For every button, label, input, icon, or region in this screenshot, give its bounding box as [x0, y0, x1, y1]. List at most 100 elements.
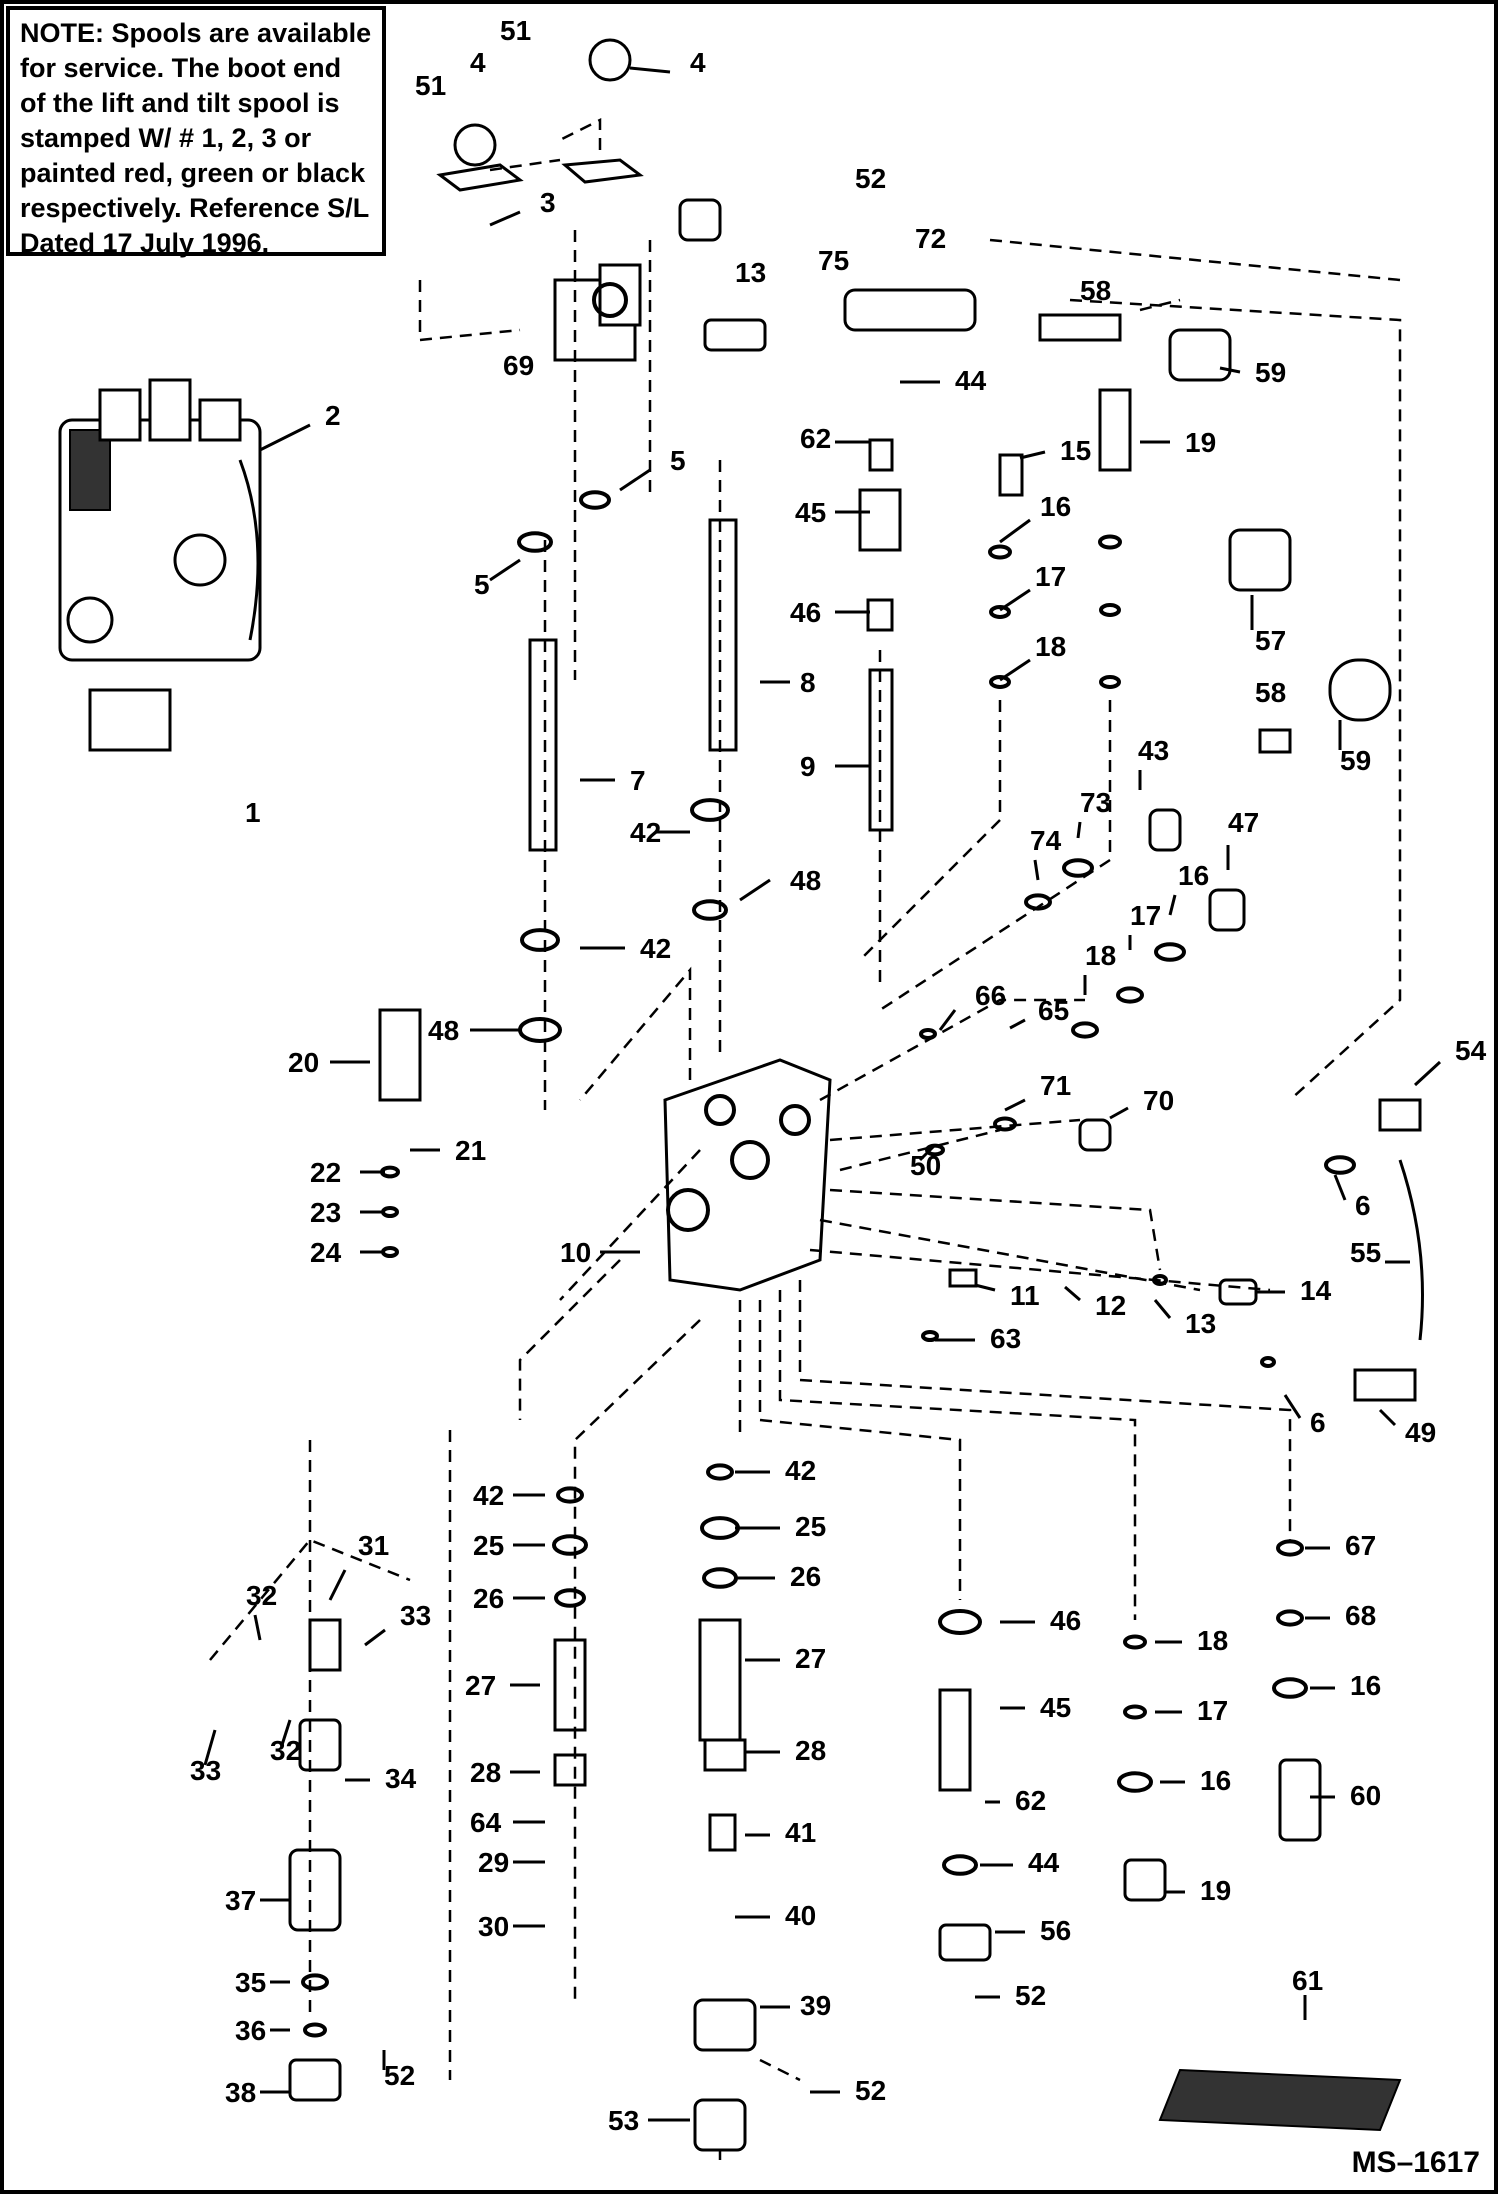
- callout-52: 52: [855, 163, 886, 194]
- callout-30: 30: [478, 1911, 509, 1942]
- callout-51: 51: [415, 70, 446, 101]
- o-ring: [303, 2022, 327, 2038]
- callout-64: 64: [470, 1807, 502, 1838]
- leader-line: [489, 558, 521, 582]
- leader-line: [1413, 1060, 1442, 1087]
- callout-16: 16: [1200, 1765, 1231, 1796]
- o-ring: [690, 798, 730, 822]
- leader-line: [619, 468, 651, 492]
- assembly-line: [418, 280, 521, 342]
- note-text: Spools are available for service. The bo…: [20, 18, 372, 258]
- o-ring: [556, 1486, 584, 1504]
- assembly-inset: [58, 378, 262, 752]
- callout-2: 2: [325, 400, 341, 431]
- manifold-top: [436, 38, 1392, 754]
- callout-32: 32: [270, 1735, 301, 1766]
- callout-4: 4: [470, 47, 486, 78]
- callout-5: 5: [670, 445, 686, 476]
- callout-15: 15: [1060, 435, 1091, 466]
- callout-29: 29: [478, 1847, 509, 1878]
- leader-line: [938, 1009, 957, 1031]
- callout-17: 17: [1035, 561, 1066, 592]
- valve-body: [663, 1058, 832, 1292]
- callout-23: 23: [310, 1197, 341, 1228]
- o-ring: [921, 1330, 939, 1342]
- assembly-line: [759, 2058, 801, 2082]
- callout-7: 7: [630, 765, 646, 796]
- callout-5: 5: [474, 569, 490, 600]
- callout-54: 54: [1455, 1035, 1487, 1066]
- leader-line: [259, 423, 311, 452]
- callout-44: 44: [955, 365, 987, 396]
- callout-48: 48: [790, 865, 821, 896]
- callout-46: 46: [1050, 1605, 1081, 1636]
- assembly-line: [798, 1280, 1292, 1540]
- callout-22: 22: [310, 1157, 341, 1188]
- leader-lines: [203, 66, 1442, 2122]
- o-ring: [1154, 942, 1186, 962]
- leader-line: [1064, 1285, 1081, 1302]
- callout-74: 74: [1030, 825, 1062, 856]
- o-ring: [517, 531, 553, 553]
- o-ring: [988, 544, 1012, 560]
- o-ring: [942, 1854, 978, 1876]
- assembly-lines: [209, 117, 1402, 2160]
- callout-41: 41: [785, 1817, 816, 1848]
- leader-line: [1076, 821, 1082, 839]
- callout-42: 42: [640, 933, 671, 964]
- leader-line: [1009, 1018, 1026, 1030]
- callout-33: 33: [400, 1600, 431, 1631]
- o-ring: [1117, 1771, 1153, 1793]
- leader-line: [974, 1283, 996, 1292]
- assembly-line: [1069, 298, 1402, 1101]
- callout-45: 45: [795, 497, 826, 528]
- assembly-line: [829, 1188, 1162, 1271]
- leader-line: [1109, 1106, 1129, 1120]
- right-parts: [378, 808, 1424, 1402]
- callout-56: 56: [1040, 1915, 1071, 1946]
- leader-line: [629, 66, 671, 74]
- o-ring: [989, 605, 1011, 619]
- callout-71: 71: [1040, 1070, 1071, 1101]
- o-ring: [1099, 603, 1121, 617]
- leader-line: [1019, 450, 1046, 460]
- assembly-line: [879, 700, 1112, 1012]
- callout-25: 25: [473, 1530, 504, 1561]
- o-ring: [919, 1028, 937, 1040]
- assembly-line: [989, 238, 1401, 282]
- callout-6: 6: [1355, 1190, 1371, 1221]
- o-ring: [1062, 858, 1094, 878]
- callout-52: 52: [384, 2060, 415, 2091]
- callout-62: 62: [800, 423, 831, 454]
- callout-37: 37: [225, 1885, 256, 1916]
- callout-52: 52: [1015, 1980, 1046, 2011]
- assembly-line: [209, 1538, 411, 1661]
- o-ring: [702, 1567, 738, 1589]
- callout-42: 42: [785, 1455, 816, 1486]
- callout-60: 60: [1350, 1780, 1381, 1811]
- o-ring: [989, 675, 1011, 689]
- callout-35: 35: [235, 1967, 266, 1998]
- o-ring: [1276, 1609, 1304, 1627]
- callout-46: 46: [790, 597, 821, 628]
- leader-line: [999, 518, 1031, 544]
- o-ring: [1116, 986, 1144, 1004]
- callout-61: 61: [1292, 1965, 1323, 1996]
- callout-9: 9: [800, 751, 816, 782]
- o-ring: [1123, 1634, 1147, 1650]
- callout-47: 47: [1228, 807, 1259, 838]
- leader-line: [1378, 1408, 1397, 1427]
- leader-line: [1153, 1299, 1172, 1319]
- o-ring: [1071, 1021, 1099, 1039]
- o-ring: [1324, 1155, 1356, 1175]
- callout-11: 11: [1010, 1280, 1040, 1311]
- callout-66: 66: [975, 980, 1006, 1011]
- leader-line: [1004, 1098, 1026, 1112]
- callout-70: 70: [1143, 1085, 1174, 1116]
- leader-line: [1283, 1394, 1302, 1419]
- callout-26: 26: [473, 1583, 504, 1614]
- o-ring: [1098, 534, 1122, 550]
